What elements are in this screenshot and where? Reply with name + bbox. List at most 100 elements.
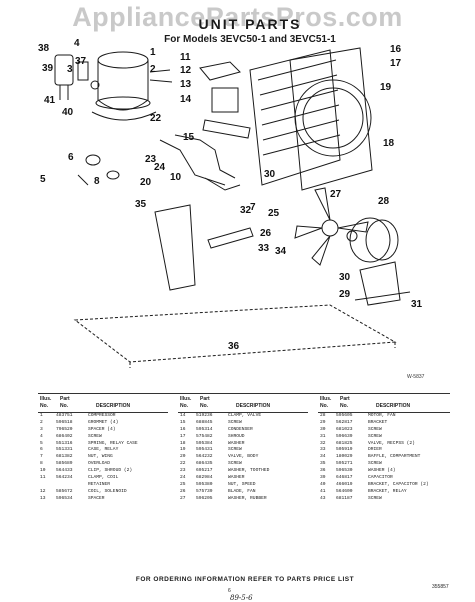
table-row: 33 505919 DRIER: [318, 447, 450, 454]
ref-cell: 13: [40, 495, 46, 501]
header-desc: DESCRIPTION: [236, 403, 271, 409]
callout-label: 41: [44, 95, 56, 106]
table-row: 8 585689 OVERLOAD: [38, 461, 168, 468]
fan-motor-drawing: [346, 217, 399, 263]
description-cell: BRACKET: [368, 419, 388, 425]
table-row: RETAINER: [38, 482, 168, 489]
ref-cell: 8: [40, 461, 43, 467]
callout-label: 28: [378, 196, 390, 207]
part-no-cell: 564600: [336, 488, 353, 494]
part-no-cell: 585689: [56, 461, 73, 467]
callout-label: 11: [180, 52, 191, 63]
part-no-cell: 595431: [196, 447, 213, 453]
callout-label: 5: [40, 174, 46, 185]
description-cell: OVERLOAD: [88, 461, 111, 467]
description-cell: COIL, SOLENOID: [88, 488, 127, 494]
header-ref: Illus. No.: [180, 396, 192, 409]
watermark: AppliancePartsPros.com: [72, 2, 403, 32]
callout-label: 39: [42, 63, 54, 74]
description-cell: CLAMP, COIL: [88, 475, 119, 481]
tubing-drawing: [159, 134, 241, 191]
header-ref: Illus. No.: [40, 396, 52, 409]
ref-cell: 19: [180, 447, 186, 453]
description-cell: WASHER (4): [368, 468, 396, 474]
part-no-cell: 686402: [56, 433, 73, 439]
description-cell: WASHER: [228, 475, 245, 481]
ref-cell: 39: [320, 475, 326, 481]
description-cell: VALVE, RECPSS (2): [368, 440, 415, 446]
header-desc: DESCRIPTION: [96, 403, 131, 409]
part-no-cell: 681382: [56, 454, 73, 460]
part-no-cell: 595384: [196, 440, 213, 446]
callout-label: 19: [380, 82, 392, 93]
description-cell: SPRING, RELAY CASE: [88, 440, 138, 446]
ref-cell: 7: [40, 454, 43, 460]
ref-cell: 33: [320, 447, 326, 453]
part-no-cell: 564234: [56, 475, 73, 481]
part-no-cell: 596639: [336, 433, 353, 439]
table-header: Illus. No. Part No. DESCRIPTION: [178, 394, 308, 413]
description-cell: SCREW: [368, 433, 382, 439]
part-no-cell: 646817: [336, 475, 353, 481]
callout-label: 25: [268, 208, 280, 219]
description-cell: DRIER: [368, 447, 382, 453]
part-no-cell: 575482: [196, 433, 213, 439]
ref-cell: 36: [320, 468, 326, 474]
ref-cell: 18: [180, 440, 186, 446]
ref-cell: 26: [180, 488, 186, 494]
callout-label: 23: [145, 154, 157, 165]
description-cell: SCREW: [228, 419, 242, 425]
part-no-cell: 505919: [336, 447, 353, 453]
callout-label: 31: [411, 299, 423, 310]
description-cell: SHROUD: [228, 433, 245, 439]
callout-label: 32: [240, 205, 252, 216]
description-cell: CAPACITOR: [368, 475, 393, 481]
description-cell: SCREW: [368, 461, 382, 467]
ref-cell: 5: [40, 440, 43, 446]
ref-cell: 31: [320, 433, 326, 439]
description-cell: SCREW: [368, 495, 382, 501]
description-cell: BRACKET, CAPACITOR (2): [368, 481, 429, 487]
callout-label: 15: [183, 132, 195, 143]
callout-label: 13: [180, 79, 192, 90]
callout-label: 30: [339, 272, 351, 283]
part-no-cell: 681825: [336, 440, 353, 446]
relay-overload-drawing: [77, 154, 120, 186]
part-no-cell: 596530: [336, 468, 353, 474]
table-row: 31 596639 SCREW: [318, 434, 450, 441]
part-no-cell: 595380: [196, 481, 213, 487]
part-no-cell: 575739: [196, 488, 213, 494]
part-no-cell: 483751: [56, 413, 73, 418]
part-no-cell: 180029: [336, 454, 353, 460]
callout-label: 10: [170, 172, 182, 183]
header-part: Part No.: [200, 396, 210, 409]
table-row: 39 646817 CAPACITOR: [318, 475, 450, 482]
callout-label: 27: [330, 189, 342, 200]
ref-cell: 1: [40, 413, 43, 418]
condenser-drawing: [249, 47, 373, 191]
ref-cell: 3: [40, 426, 43, 432]
table-row: 36 596530 WASHER (4): [318, 468, 450, 475]
description-cell: SCREW: [228, 461, 242, 467]
header-part: Part No.: [340, 396, 350, 409]
callout-label: 38: [38, 43, 50, 54]
callout-label: 7: [250, 202, 256, 213]
